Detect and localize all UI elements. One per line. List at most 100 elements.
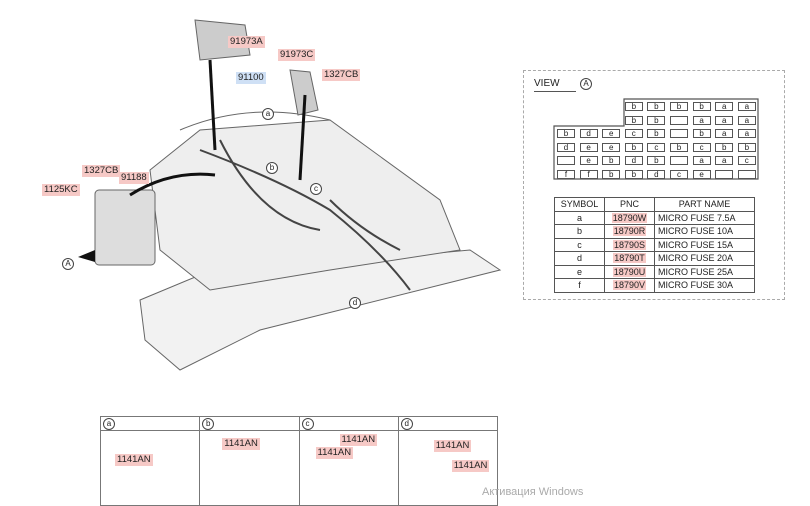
fuse-slot — [670, 115, 688, 125]
pnc-value: 18790W — [611, 212, 648, 223]
fuse-slot: c — [692, 142, 711, 152]
part-name-cell: MICRO FUSE 7.5A — [654, 210, 755, 225]
pnc-value: 18790S — [612, 239, 647, 250]
callout-1327CB: 1327CB — [322, 69, 361, 81]
fuse-slot: a — [737, 129, 756, 138]
fuse-slot — [670, 129, 688, 138]
symbol-cell: c — [554, 237, 605, 252]
detail-symbol: b — [202, 418, 215, 430]
part-name-cell: MICRO FUSE 20A — [654, 251, 755, 266]
pnc-cell: 18790V — [604, 278, 655, 293]
fuse-slot: a — [737, 102, 756, 111]
symbol-cell: a — [554, 210, 605, 225]
fuse-slot: c — [737, 156, 756, 165]
fuse-slot: b — [557, 129, 575, 138]
table-row: d 18790T MICRO FUSE 20A — [554, 251, 755, 266]
fuse-slot: d — [557, 142, 575, 152]
detail-marker-a: a — [262, 108, 274, 120]
part-label: 1141AN — [433, 440, 472, 452]
fuse-slot: e — [579, 156, 598, 165]
fuse-slot: c — [670, 169, 688, 179]
detail-d: d 1141AN 1141AN — [398, 417, 497, 505]
fuse-slot: a — [715, 129, 734, 138]
fuse-slot: b — [602, 169, 621, 179]
pnc-value: 18790U — [612, 266, 647, 277]
fuse-slot: e — [602, 142, 621, 152]
callout-1327CB-2: 1327CB — [82, 165, 121, 177]
detail-c: c 1141AN 1141AN — [299, 417, 399, 505]
symbol-cell: e — [554, 264, 605, 279]
pnc-value: 18790T — [613, 253, 646, 264]
detail-a: a 1141AN — [101, 417, 201, 505]
callout-91973C: 91973C — [278, 49, 316, 61]
fuse-slot: b — [647, 102, 666, 111]
fuse-slot: a — [715, 115, 734, 125]
fuse-slot — [557, 156, 575, 165]
part-name-cell: MICRO FUSE 15A — [654, 237, 755, 252]
symbol-cell: f — [554, 278, 605, 293]
fuse-slot: c — [624, 129, 643, 138]
fuse-slot: e — [602, 129, 621, 138]
fuse-slot: a — [715, 102, 734, 111]
col-pnc: PNC — [604, 197, 655, 212]
part-name-cell: MICRO FUSE 25A — [654, 264, 755, 279]
fuse-slot: b — [670, 102, 688, 111]
part-label: 1141AN — [451, 460, 490, 472]
table-row: a 18790W MICRO FUSE 7.5A — [554, 210, 755, 225]
detail-b: b 1141AN — [200, 417, 300, 505]
fuse-slot: b — [624, 102, 643, 111]
symbol-cell: d — [554, 251, 605, 266]
fuse-slot: b — [624, 142, 643, 152]
fuse-slot: a — [737, 115, 756, 125]
detail-symbol: c — [301, 418, 314, 430]
col-part-name: PART NAME — [654, 197, 755, 212]
fuse-box-outline — [553, 98, 759, 180]
fuse-slot: e — [692, 169, 711, 179]
pnc-cell: 18790R — [604, 224, 655, 239]
part-label: 1141AN — [115, 454, 153, 466]
fuse-slot: b — [624, 115, 643, 125]
detail-panels: a 1141AN b 1141AN c 1141AN 1141AN d 1141… — [100, 416, 498, 506]
fuse-slot: a — [715, 156, 734, 165]
detail-marker-b: b — [266, 162, 278, 174]
callout-1125KC: 1125KC — [42, 184, 80, 196]
callout-91100: 91100 — [236, 72, 266, 84]
fuse-slot: b — [624, 169, 643, 179]
part-label: 1141AN — [222, 438, 260, 450]
part-name-cell: MICRO FUSE 10A — [654, 224, 755, 239]
fuse-slot: b — [692, 129, 711, 138]
fuse-slot: a — [692, 115, 711, 125]
fuse-slot: b — [715, 142, 734, 152]
fuse-slot: b — [602, 156, 621, 165]
fuse-slot: b — [647, 156, 666, 165]
pnc-cell: 18790U — [604, 264, 655, 279]
col-symbol: SYMBOL — [554, 197, 605, 212]
detail-marker-c: c — [310, 183, 322, 195]
fuse-slot: f — [579, 169, 598, 179]
fuse-slot: e — [579, 142, 598, 152]
windows-activation-watermark: Активация Windows — [482, 486, 584, 498]
fuse-slot: d — [579, 129, 598, 138]
part-label: 1141AN — [339, 434, 378, 446]
part-name-cell: MICRO FUSE 30A — [654, 278, 755, 293]
fuse-slot: a — [692, 156, 711, 165]
fuse-slot: b — [647, 129, 666, 138]
pnc-cell: 18790W — [604, 210, 655, 225]
detail-marker-d: d — [349, 297, 361, 309]
fuse-slot: b — [692, 102, 711, 111]
pnc-value: 18790V — [612, 280, 647, 291]
callout-91973A: 91973A — [228, 36, 265, 48]
fuse-slot — [715, 169, 734, 179]
table-row: f 18790V MICRO FUSE 30A — [554, 278, 755, 293]
pnc-cell: 18790S — [604, 237, 655, 252]
detail-symbol: d — [400, 418, 413, 430]
callout-91188: 91188 — [119, 172, 149, 184]
fuse-slot: d — [647, 169, 666, 179]
view-a-marker: A — [62, 258, 74, 270]
table-row: c 18790S MICRO FUSE 15A — [554, 237, 755, 252]
